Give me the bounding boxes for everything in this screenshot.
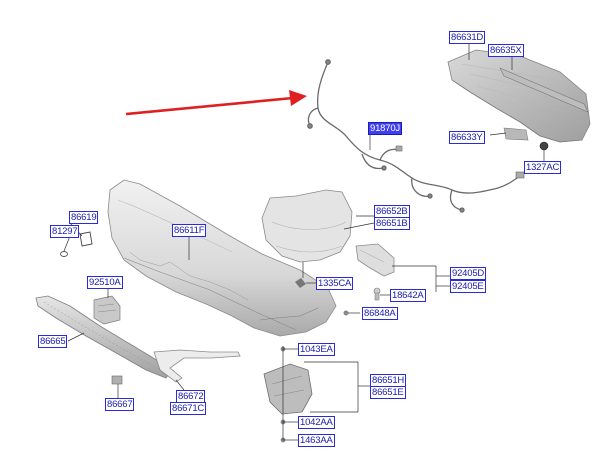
- part-label-86667[interactable]: 86667: [105, 398, 135, 411]
- part-label-1042AA[interactable]: 1042AA: [298, 416, 335, 429]
- part-label-86665[interactable]: 86665: [38, 335, 68, 348]
- garnish-clip-part: [111, 375, 123, 385]
- side-bracket-part: [263, 363, 313, 415]
- part-label-86635X[interactable]: 86635X: [488, 44, 524, 57]
- bumper-cover-part: [107, 179, 337, 337]
- cover-plate-part: [60, 231, 93, 257]
- part-label-92405E[interactable]: 92405E: [450, 280, 486, 293]
- part-label-86611F[interactable]: 86611F: [172, 224, 207, 237]
- part-label-92405D[interactable]: 92405D: [450, 267, 487, 280]
- part-label-86619[interactable]: 86619: [69, 211, 99, 224]
- wiring-harness-part: [307, 59, 525, 213]
- part-label-1335CA[interactable]: 1335CA: [316, 277, 354, 290]
- part-label-86671C[interactable]: 86671C: [170, 402, 207, 415]
- clip-part: [295, 278, 306, 288]
- fastener-part: [343, 310, 349, 316]
- part-label-1043EA[interactable]: 1043EA: [298, 343, 335, 356]
- part-label-86651E[interactable]: 86651E: [370, 386, 406, 399]
- part-label-18642A[interactable]: 18642A: [390, 289, 426, 302]
- bumper-bracket-part: [261, 189, 353, 263]
- bolt-part: [373, 287, 381, 301]
- part-label-91870J[interactable]: 91870J: [368, 122, 402, 135]
- sensor-bracket-part: [93, 295, 121, 325]
- part-label-86633Y[interactable]: 86633Y: [449, 131, 485, 144]
- part-label-1327AC[interactable]: 1327AC: [524, 161, 562, 174]
- part-label-81297[interactable]: 81297: [50, 225, 80, 238]
- rear-beam-part: [447, 49, 591, 151]
- leader-lines: [63, 42, 545, 441]
- part-label-86848A[interactable]: 86848A: [362, 307, 398, 320]
- chrome-strip-part: [153, 349, 241, 383]
- part-label-92510A[interactable]: 92510A: [87, 276, 123, 289]
- part-label-86651B[interactable]: 86651B: [374, 217, 410, 230]
- red-pointer-arrow: [125, 90, 307, 116]
- part-label-86631D[interactable]: 86631D: [449, 31, 486, 44]
- part-label-1463AA[interactable]: 1463AA: [298, 434, 335, 447]
- reflector-lamp-part: [355, 243, 395, 277]
